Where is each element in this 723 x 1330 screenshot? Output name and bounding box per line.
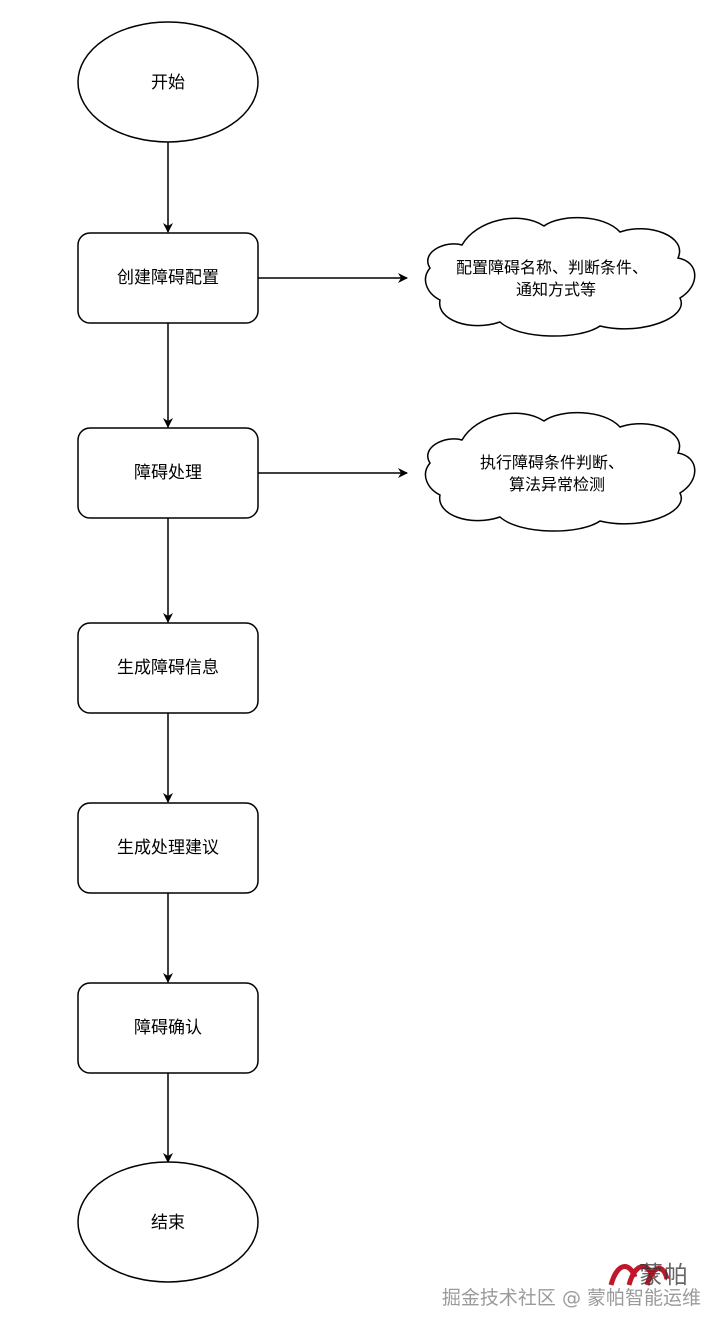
generate-info-node: 生成障碍信息 xyxy=(77,622,259,714)
end-node: 结束 xyxy=(77,1161,259,1283)
watermark-text: 掘金技术社区 @ 蒙帕智能运维 xyxy=(441,1287,701,1309)
config-note-line-2: 通知方式等 xyxy=(516,280,596,299)
generate-info-label: 生成障碍信息 xyxy=(117,658,219,678)
config-note-line-1: 配置障碍名称、判断条件、 xyxy=(456,258,648,277)
confirm-label: 障碍确认 xyxy=(134,1018,202,1038)
generate-advice-label: 生成处理建议 xyxy=(117,838,219,858)
config-note-cloud: 配置障碍名称、判断条件、 通知方式等 xyxy=(424,216,696,337)
create-config-label: 创建障碍配置 xyxy=(117,268,219,288)
brand-logo-icon xyxy=(608,1264,670,1286)
end-label: 结束 xyxy=(151,1213,185,1233)
brand-name: 蒙帕 xyxy=(639,1261,689,1289)
create-config-node: 创建障碍配置 xyxy=(77,232,259,324)
confirm-node: 障碍确认 xyxy=(77,982,259,1074)
start-label: 开始 xyxy=(151,73,185,93)
start-node: 开始 xyxy=(77,21,259,143)
process-label: 障碍处理 xyxy=(134,463,202,483)
generate-advice-node: 生成处理建议 xyxy=(77,802,259,894)
process-note-line-2: 算法异常检测 xyxy=(509,475,605,494)
process-node: 障碍处理 xyxy=(77,427,259,519)
process-note-cloud: 执行障碍条件判断、 算法异常检测 xyxy=(424,411,696,532)
process-note-line-1: 执行障碍条件判断、 xyxy=(480,453,624,472)
